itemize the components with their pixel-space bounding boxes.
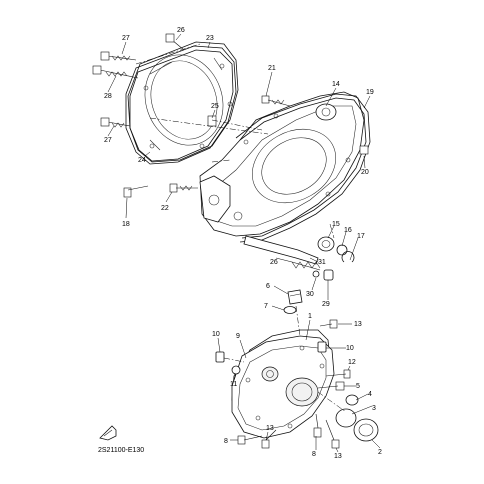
assembly-line-lower-2 — [223, 357, 245, 363]
callout-6: 6 — [266, 283, 270, 290]
bolt-8-right — [313, 413, 322, 438]
callout-13-upper: 13 — [354, 321, 362, 328]
callout-5: 5 — [356, 383, 360, 390]
callout-17: 17 — [357, 233, 365, 240]
plug-6 — [287, 289, 303, 305]
callout-20-upper: 20 — [361, 169, 369, 176]
assembly-line-upper-2 — [149, 117, 269, 135]
plug-16 — [336, 244, 348, 256]
o-ring-4 — [345, 394, 359, 406]
callout-14: 14 — [332, 81, 340, 88]
callout-18: 18 — [122, 221, 130, 228]
bolt-11 — [231, 365, 241, 375]
callout-29: 29 — [322, 301, 330, 308]
bolt-27-upper — [100, 51, 137, 61]
callout-19: 19 — [366, 89, 374, 96]
bolt-27-lower — [100, 117, 131, 128]
callout-22: 22 — [161, 205, 169, 212]
callout-28: 28 — [104, 93, 112, 100]
callouts: 26 27 23 28 25 27 24 21 14 19 20 18 22 1… — [104, 27, 382, 460]
front-direction-arrow-icon — [99, 425, 117, 441]
crankcase-gasket — [235, 93, 371, 243]
bolt-18 — [123, 185, 149, 198]
bolt-8-left — [237, 435, 263, 445]
bolt-12 — [325, 369, 351, 379]
dowel-10-left — [215, 351, 225, 363]
outer-cover-gasket — [125, 45, 237, 165]
callout-13-bottom-left: 13 — [266, 425, 274, 432]
callout-26-lower: 26 — [270, 259, 278, 266]
callout-13-bottom-right: 13 — [334, 453, 342, 460]
spring-26 — [291, 261, 321, 271]
callout-27-top: 27 — [122, 35, 130, 42]
callout-11: 11 — [230, 381, 237, 388]
callout-23: 23 — [206, 35, 214, 42]
bolt-22 — [169, 183, 198, 193]
bolt-26 — [165, 33, 185, 51]
bolt-13-upper — [319, 319, 338, 329]
bolt-21 — [261, 95, 291, 107]
callout-1: 1 — [308, 313, 312, 320]
dowel-20-upper — [359, 145, 369, 155]
bolt-13-bottom-right — [325, 419, 340, 449]
washer-30 — [312, 270, 320, 278]
callout-9: 9 — [236, 333, 240, 340]
callout-4: 4 — [368, 391, 372, 398]
drawing-code: 2S21100-E130 — [98, 447, 144, 454]
circlip-17 — [341, 251, 355, 263]
assembly-line-upper-4 — [211, 159, 231, 163]
lower-crankcase-cover — [231, 335, 335, 439]
bolt-28 — [92, 65, 139, 79]
callout-10-left: 10 — [212, 331, 220, 338]
o-ring-7 — [283, 306, 297, 314]
crankcase-cover — [199, 91, 365, 237]
assembly-line-lower-1 — [295, 305, 301, 337]
callout-3: 3 — [372, 405, 376, 412]
callout-16: 16 — [344, 227, 352, 234]
oil-pipe-31 — [243, 235, 319, 265]
dowel-10-right — [317, 341, 327, 353]
callout-7: 7 — [264, 303, 268, 310]
callout-24: 24 — [138, 157, 146, 164]
callout-31: 31 — [318, 259, 326, 266]
callout-15: 15 — [332, 221, 340, 228]
assembly-line-upper-3 — [211, 119, 263, 131]
callout-10-right: 10 — [346, 345, 354, 352]
bolt-13-bottom-left — [261, 429, 277, 449]
cap-29 — [323, 269, 334, 281]
assembly-line-lower-3 — [317, 391, 347, 413]
callout-27-lower: 27 — [104, 137, 112, 144]
cap-2 — [353, 418, 379, 442]
callout-30: 30 — [306, 291, 314, 298]
oil-seal-15 — [317, 236, 335, 252]
outer-clutch-cover — [127, 41, 239, 163]
callout-2: 2 — [378, 449, 382, 456]
callout-26-top: 26 — [177, 27, 185, 34]
callout-8-right: 8 — [312, 451, 316, 458]
o-ring-3 — [335, 408, 357, 428]
callout-8-left: 8 — [224, 438, 228, 445]
callout-25: 25 — [211, 103, 219, 110]
leader-lines — [107, 33, 381, 453]
callout-21: 21 — [268, 65, 276, 72]
callout-12: 12 — [348, 359, 356, 366]
assembly-line-upper-5 — [329, 223, 335, 239]
